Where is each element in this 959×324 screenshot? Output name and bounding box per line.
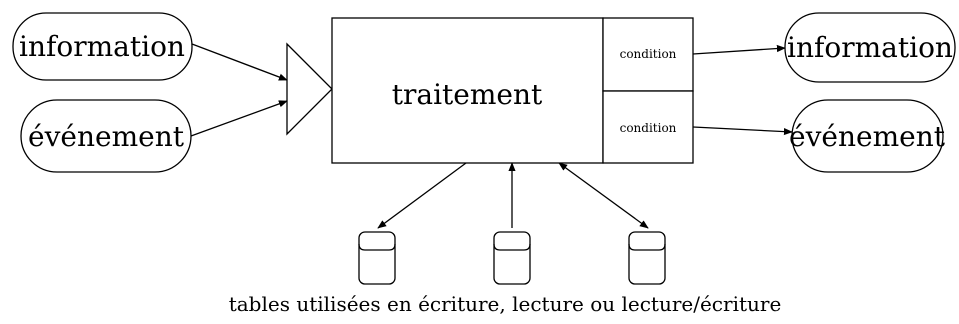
process-box <box>331 17 604 164</box>
arrow-output-information <box>692 44 786 55</box>
tables-caption: tables utilisées en écriture, lecture ou… <box>229 292 782 316</box>
input-information-label: information <box>19 30 185 63</box>
input-information: information <box>12 12 193 81</box>
trigger-triangle <box>286 42 333 136</box>
condition-box-1 <box>602 17 694 92</box>
output-information: information <box>784 12 956 83</box>
condition-label-1: condition <box>620 47 677 61</box>
condition-label-2: condition <box>620 121 677 135</box>
process-label: traitement <box>392 78 543 111</box>
arrow-input-evenement <box>190 100 288 137</box>
database-icon <box>493 231 531 285</box>
arrow-input-information <box>191 43 288 81</box>
database-icon <box>358 231 396 285</box>
arrow-readwrite-table <box>558 162 649 229</box>
database-icon <box>628 231 666 285</box>
arrow-write-table <box>377 162 467 229</box>
output-evenement: événement <box>789 99 946 173</box>
output-information-label: information <box>787 31 953 64</box>
arrow-output-evenement <box>692 126 793 136</box>
output-evenement-label: événement <box>789 120 946 153</box>
input-evenement-label: événement <box>28 120 185 153</box>
input-evenement: événement <box>20 99 192 173</box>
